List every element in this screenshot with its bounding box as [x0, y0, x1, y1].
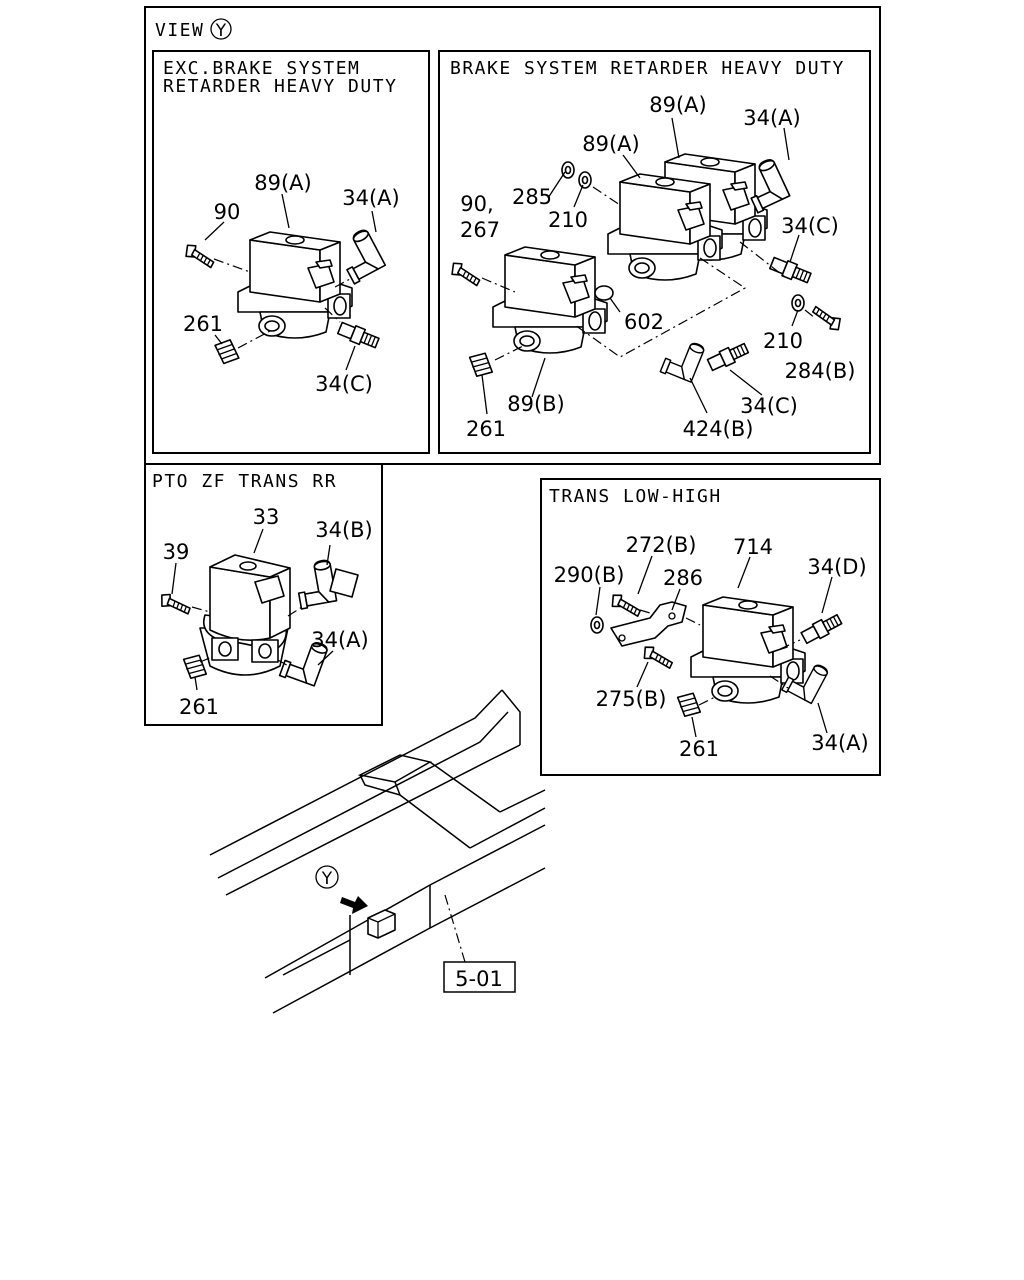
- callout-exc-261: 261: [183, 312, 223, 336]
- callout-brake-424b: 424(B): [683, 417, 754, 441]
- callout-brake-89b: 89(B): [507, 392, 565, 416]
- callout-exc-34c: 34(C): [315, 372, 373, 396]
- pto-header: PTO ZF TRANS RR: [152, 471, 337, 492]
- callout-exc-89a: 89(A): [254, 171, 311, 195]
- brake-section-frame: [438, 50, 871, 454]
- locator-marker: Y: [321, 869, 333, 889]
- callout-brake-89a: 89(A): [582, 132, 639, 156]
- pto-frame: [144, 464, 383, 726]
- callout-brake-34a: 34(A): [743, 106, 800, 130]
- trans-section-frame: [540, 478, 881, 776]
- callout-exc-34a: 34(A): [342, 186, 399, 210]
- trans-header: TRANS LOW-HIGH: [549, 486, 722, 507]
- callout-trans-34d: 34(D): [807, 555, 866, 579]
- callout-trans-34a: 34(A): [811, 731, 868, 755]
- callout-brake-284b: 284(B): [785, 359, 856, 383]
- callout-trans-261: 261: [679, 737, 719, 761]
- exc-valve-drawing: [182, 193, 388, 371]
- reference-label: 5-01: [455, 967, 503, 991]
- callout-trans-286: 286: [663, 566, 703, 590]
- exc-section-frame: [152, 50, 430, 454]
- callout-brake-90: 90,: [460, 192, 493, 216]
- callout-brake-34c: 34(C): [740, 394, 798, 418]
- chassis-frame-drawing: [209, 689, 546, 1014]
- view-label: VIEW: [155, 20, 204, 41]
- callout-brake-261: 261: [466, 417, 506, 441]
- callout-trans-290b: 290(B): [554, 563, 625, 587]
- callout-trans-714: 714: [733, 535, 773, 559]
- callout-brake-34c-top: 34(C): [781, 214, 839, 238]
- trans-valve-drawing: [590, 555, 844, 738]
- callout-pto-261: 261: [179, 695, 219, 719]
- view-marker-circle: [210, 18, 232, 40]
- callout-brake-210: 210: [763, 329, 803, 353]
- callout-pto-34b: 34(B): [315, 518, 373, 542]
- callout-brake-210-top: 210: [548, 208, 588, 232]
- view-frame: [144, 6, 881, 465]
- brake-header: BRAKE SYSTEM RETARDER HEAVY DUTY: [450, 58, 845, 79]
- callout-pto-33: 33: [253, 505, 280, 529]
- callout-brake-602: 602: [624, 310, 664, 334]
- exc-header-line1: EXC.BRAKE SYSTEM: [163, 58, 360, 79]
- brake-valves-drawing: [448, 117, 844, 415]
- callout-exc-90: 90: [214, 200, 241, 224]
- callout-pto-34a: 34(A): [311, 628, 368, 652]
- callout-pto-39: 39: [163, 540, 190, 564]
- callout-trans-272b: 272(B): [626, 533, 697, 557]
- exc-header-line2: RETARDER HEAVY DUTY: [163, 76, 397, 97]
- view-marker: Y: [215, 21, 227, 41]
- pto-valve-drawing: [158, 528, 359, 691]
- callout-brake-285: 285: [512, 185, 552, 209]
- callout-brake-267: 267: [460, 218, 500, 242]
- callout-trans-275b: 275(B): [596, 687, 667, 711]
- callout-brake-89a-top: 89(A): [649, 93, 706, 117]
